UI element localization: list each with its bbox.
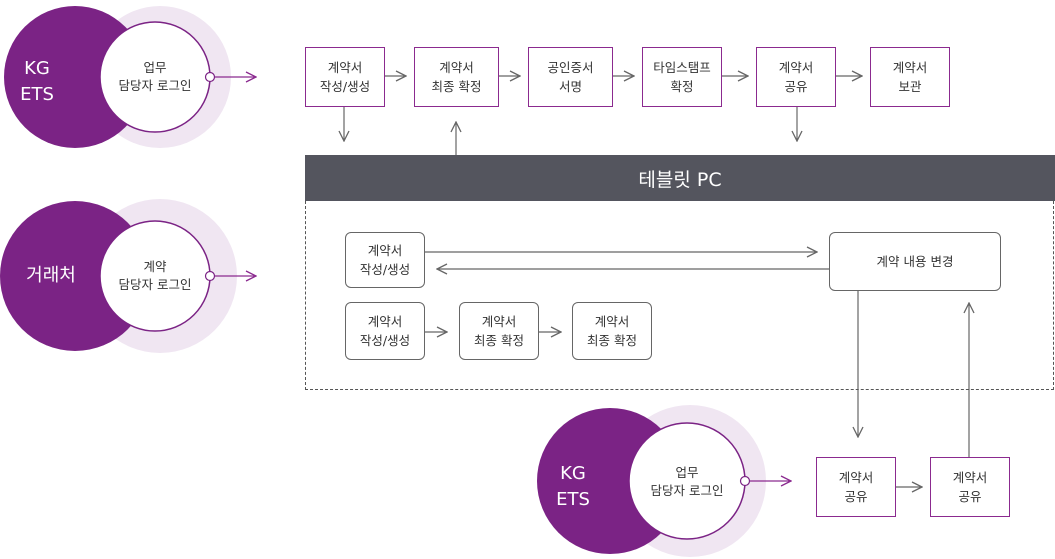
actor-kg-ets-top bbox=[4, 6, 256, 148]
tablet-pc-bar: 테블릿 PC bbox=[305, 155, 1055, 201]
actor-main-circle bbox=[0, 201, 150, 351]
actor-partner-role: 계약 담당자 로그인 bbox=[105, 258, 205, 294]
step-line: 계약서 bbox=[367, 243, 403, 258]
step-line: 계약서 bbox=[439, 60, 474, 75]
step-line: 확정 bbox=[670, 79, 694, 94]
actor-kg-ets-top-role: 업무 담당자 로그인 bbox=[105, 59, 205, 95]
actor-label-line: 거래처 bbox=[26, 265, 76, 286]
step-line: 공유 bbox=[844, 489, 868, 504]
step-line: 작성/생성 bbox=[359, 333, 411, 348]
actor-label-line: ETS bbox=[20, 84, 54, 105]
partner-step-confirm-1: 계약서 최종 확정 bbox=[459, 302, 539, 360]
partner-flow-arrows bbox=[425, 252, 969, 487]
actor-kg-ets-bottom bbox=[537, 405, 791, 557]
step-timestamp-confirm: 타임스탬프 확정 bbox=[642, 47, 722, 107]
connector-dot bbox=[739, 475, 751, 487]
actor-kg-ets-bottom-label: KG ETS bbox=[548, 461, 598, 513]
actor-partner bbox=[0, 199, 256, 353]
step-line: 서명 bbox=[558, 79, 582, 94]
connector-dot bbox=[204, 270, 216, 282]
step-contract-share: 계약서 공유 bbox=[756, 47, 836, 107]
role-line: 담당자 로그인 bbox=[650, 483, 724, 498]
step-line: 최종 확정 bbox=[587, 333, 637, 348]
step-line: 계약서 bbox=[594, 314, 630, 329]
bottom-step-share-2: 계약서 공유 bbox=[930, 457, 1010, 517]
connector-dot bbox=[204, 71, 216, 83]
actor-main-circle bbox=[4, 6, 146, 148]
actor-label-line: KG bbox=[24, 58, 50, 79]
step-line: 공인증서 bbox=[547, 60, 594, 75]
step-cert-sign: 공인증서 서명 bbox=[528, 47, 613, 107]
step-line: 공유 bbox=[784, 79, 808, 94]
step-line: 계약서 bbox=[778, 60, 814, 75]
actor-kg-ets-top-label: KG ETS bbox=[12, 56, 62, 108]
step-line: 계약서 bbox=[952, 470, 988, 485]
role-line: 계약 bbox=[143, 259, 167, 274]
step-line: 계약서 bbox=[367, 314, 403, 329]
step-contract-archive: 계약서 보관 bbox=[870, 47, 950, 107]
bottom-step-share-1: 계약서 공유 bbox=[816, 457, 896, 517]
top-flow-arrows bbox=[344, 76, 862, 155]
step-line: 공유 bbox=[958, 489, 982, 504]
step-line: 작성/생성 bbox=[319, 79, 371, 94]
partner-step-confirm-2: 계약서 최종 확정 bbox=[572, 302, 652, 360]
step-line: 계약서 bbox=[327, 60, 363, 75]
role-line: 담당자 로그인 bbox=[118, 78, 192, 93]
step-line: 작성/생성 bbox=[359, 262, 411, 277]
step-line: 계약서 bbox=[481, 314, 517, 329]
step-line: 계약서 bbox=[892, 60, 928, 75]
role-line: 담당자 로그인 bbox=[118, 277, 192, 292]
actor-label-line: ETS bbox=[556, 489, 590, 510]
partner-step-change: 계약 내용 변경 bbox=[829, 232, 1001, 291]
step-line: 계약 내용 변경 bbox=[876, 254, 954, 269]
actor-label-line: KG bbox=[560, 463, 586, 484]
actor-partner-label: 거래처 bbox=[18, 263, 84, 289]
tablet-pc-zone bbox=[305, 201, 1054, 390]
step-contract-confirm: 계약서 최종 확정 bbox=[414, 47, 499, 107]
tablet-pc-title: 테블릿 PC bbox=[638, 168, 722, 191]
role-line: 업무 bbox=[143, 60, 167, 75]
step-line: 최종 확정 bbox=[474, 333, 524, 348]
actor-kg-ets-bottom-role: 업무 담당자 로그인 bbox=[637, 464, 737, 500]
step-line: 보관 bbox=[898, 79, 922, 94]
step-line: 최종 확정 bbox=[431, 79, 482, 94]
role-line: 업무 bbox=[675, 465, 699, 480]
partner-step-create-2: 계약서 작성/생성 bbox=[345, 302, 425, 360]
step-line: 계약서 bbox=[838, 470, 874, 485]
step-line: 타임스탬프 bbox=[653, 60, 711, 75]
step-contract-create: 계약서 작성/생성 bbox=[305, 47, 385, 107]
partner-step-create: 계약서 작성/생성 bbox=[345, 232, 425, 288]
